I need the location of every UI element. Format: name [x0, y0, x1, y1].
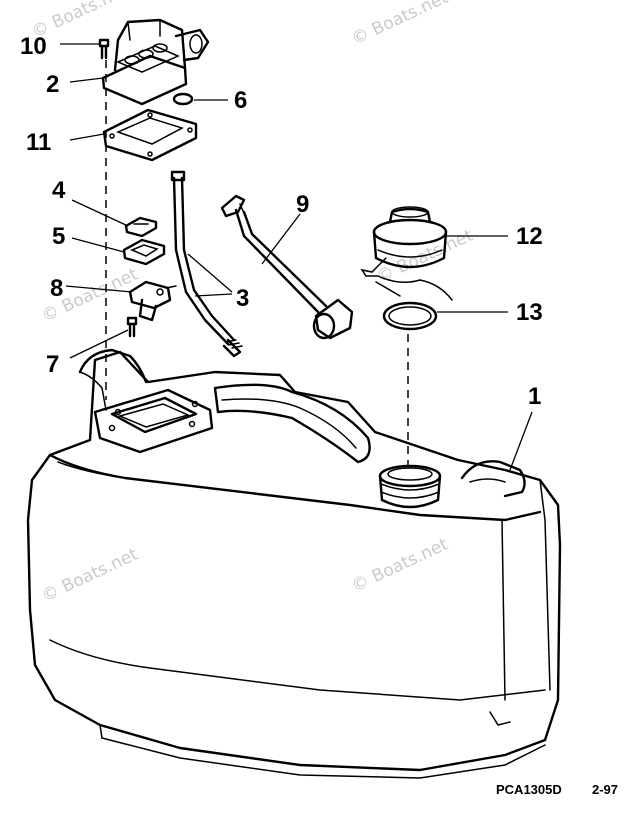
callout-12: 12: [516, 223, 543, 250]
callout-3: 3: [236, 285, 249, 312]
gasket-part-11: [102, 108, 198, 162]
callout-9: 9: [296, 191, 309, 218]
callout-13: 13: [516, 299, 543, 326]
seal-part-4: [124, 216, 158, 238]
float-arm-part-9: [220, 194, 354, 340]
screw-part-7: [126, 316, 138, 338]
o-ring-part-13: [382, 301, 438, 331]
callouts: 10 2 11 6 4 5 8 7 3 9 12 13 1: [20, 33, 543, 410]
watermark-2: © Boats.net: [349, 0, 452, 50]
callout-10: 10: [20, 33, 47, 60]
pickup-tube-part-3: [170, 170, 243, 358]
callout-2: 2: [46, 71, 59, 98]
leader-lines: [60, 43, 533, 471]
gasket-part-5: [122, 238, 166, 266]
watermark-5: © Boats.net: [39, 544, 142, 606]
callout-1: 1: [528, 383, 541, 410]
footer: PCA1305D 2-97: [496, 782, 618, 797]
callout-7: 7: [46, 351, 59, 378]
callout-8: 8: [50, 275, 63, 302]
figure-code: PCA1305D: [496, 782, 562, 797]
watermark-6: © Boats.net: [349, 534, 452, 596]
screw-part-10: [98, 38, 110, 60]
o-ring-part-6: [172, 92, 194, 106]
fuel-tank: [26, 348, 562, 779]
alignment-lines: [105, 60, 409, 468]
callout-5: 5: [52, 223, 65, 250]
gauge-housing-part-2: [101, 18, 210, 106]
filler-cap-part-12: [360, 206, 453, 301]
bracket-part-8: [128, 280, 177, 322]
callout-4: 4: [52, 177, 66, 204]
figure-revision: 2-97: [592, 782, 618, 797]
callout-11: 11: [26, 129, 51, 156]
callout-6: 6: [234, 87, 247, 114]
watermark-4: © Boats.net: [374, 225, 477, 287]
